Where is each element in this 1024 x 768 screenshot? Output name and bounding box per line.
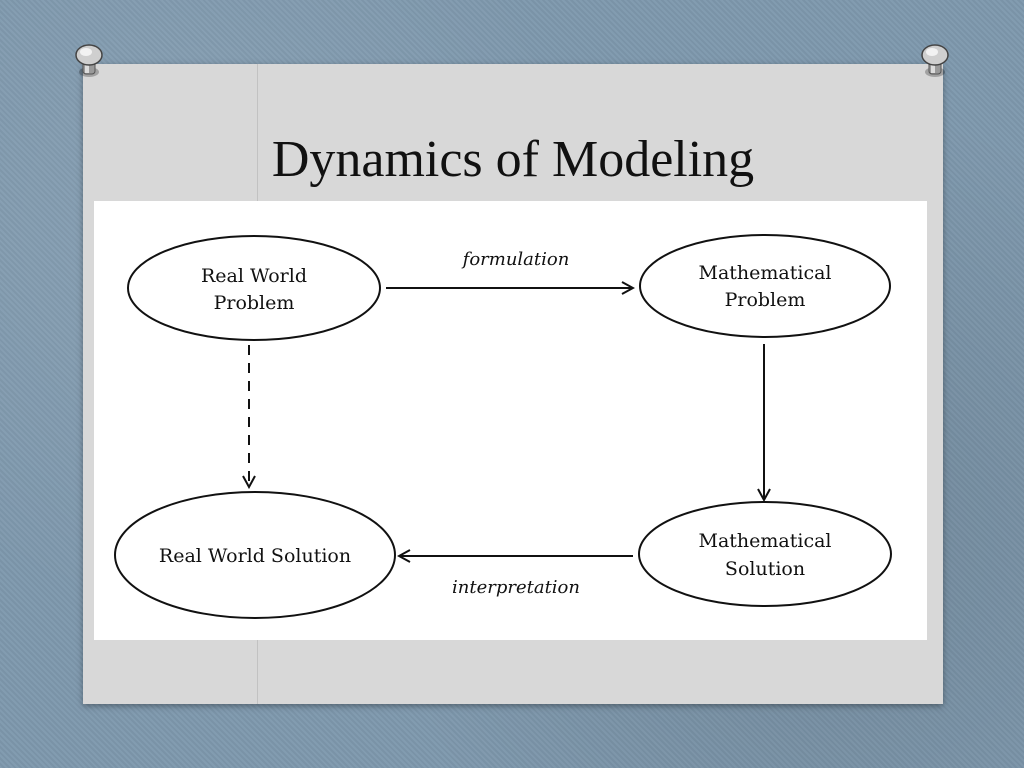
diagram-canvas: Real World Problem Mathematical Problem … <box>114 234 892 619</box>
edge-label-interpretation: interpretation <box>452 577 580 598</box>
modeling-diagram: Real World Problem Mathematical Problem … <box>94 201 927 640</box>
node-real-world-solution: Real World Solution <box>114 491 396 619</box>
node-mathematical-solution: Mathematical Solution <box>638 501 892 607</box>
node-label-line: Problem <box>725 289 806 311</box>
edge-interpretation: interpretation <box>399 556 633 598</box>
node-label-line: Problem <box>214 292 295 314</box>
pushpin-icon <box>75 44 103 77</box>
pushpin-icon <box>921 44 949 77</box>
node-mathematical-problem: Mathematical Problem <box>639 234 891 338</box>
edge-label-formulation: formulation <box>461 249 570 270</box>
node-label-line: Real World Solution <box>159 545 351 567</box>
node-label-line: Real World <box>201 265 307 287</box>
edge-formulation: formulation <box>386 249 633 288</box>
node-label-line: Solution <box>725 558 805 580</box>
node-real-world-problem: Real World Problem <box>127 235 381 341</box>
node-label-line: Mathematical <box>699 262 832 284</box>
node-label-line: Mathematical <box>699 530 832 552</box>
slide-title: Dynamics of Modeling <box>271 131 755 188</box>
